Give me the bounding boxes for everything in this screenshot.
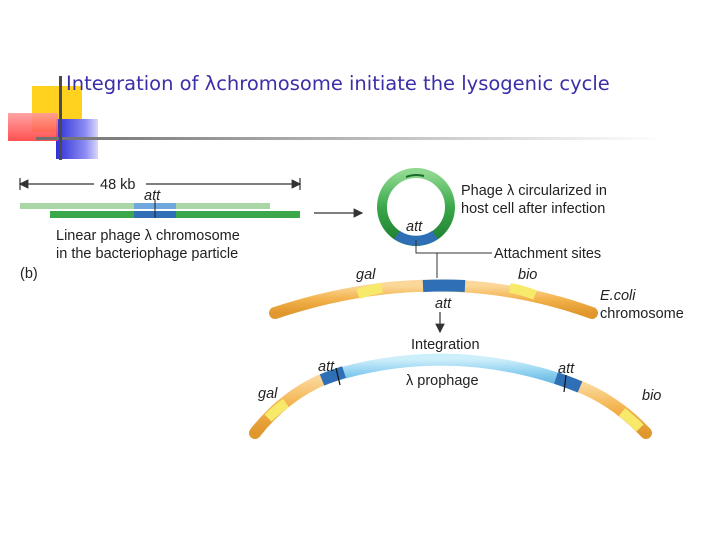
title-underline xyxy=(36,137,666,140)
ecoli-chromosome xyxy=(269,279,598,319)
prophage-gal-label: gal xyxy=(258,386,278,402)
linear-caption-line2: in the bacteriophage particle xyxy=(56,246,238,262)
prophage-label: λ prophage xyxy=(406,373,479,389)
panel-label: (b) xyxy=(20,266,38,282)
title-vertical-bar xyxy=(59,76,62,160)
prophage-left-att-label: att xyxy=(318,359,335,375)
circular-caption-line2: host cell after infection xyxy=(461,201,605,217)
attachment-sites-label: Attachment sites xyxy=(494,246,601,262)
length-label: 48 kb xyxy=(100,177,135,193)
attachment-sites-pointer xyxy=(415,240,492,278)
ecoli-gal-label: gal xyxy=(356,267,376,283)
ecoli-bio-label: bio xyxy=(518,267,537,283)
page-title: Integration of λchromosome initiate the … xyxy=(66,72,610,95)
integrated-prophage-chromosome xyxy=(249,353,652,439)
circular-caption-line1: Phage λ circularized in xyxy=(461,183,607,199)
linear-phage-chromosome xyxy=(20,200,300,218)
length-dimension-line xyxy=(18,178,302,190)
decor-square-red xyxy=(8,113,58,141)
linear-caption-line1: Linear phage λ chromosome xyxy=(56,228,240,244)
prophage-bio-label: bio xyxy=(642,388,661,404)
prophage-right-att-label: att xyxy=(558,361,575,377)
integration-label: Integration xyxy=(411,337,480,353)
linear-att-label: att xyxy=(144,188,161,204)
ecoli-att-label: att xyxy=(435,296,452,312)
ecoli-label-line1: E.coli xyxy=(600,288,636,304)
ecoli-label-line2: chromosome xyxy=(600,306,684,322)
circular-att-label: att xyxy=(406,219,423,235)
